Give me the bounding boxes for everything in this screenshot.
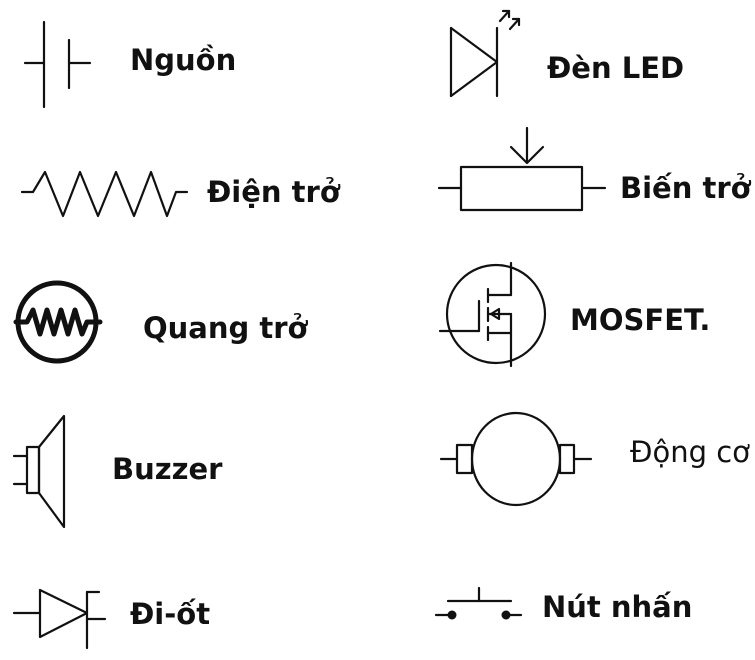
photoresistor-symbol xyxy=(13,280,103,364)
label-nut-nhan: Nút nhấn xyxy=(542,590,693,624)
led-symbol xyxy=(449,9,521,98)
label-bien-tro: Biến trở xyxy=(620,171,751,205)
label-quang-tro: Quang trở xyxy=(143,311,308,345)
label-buzzer: Buzzer xyxy=(112,452,223,486)
label-nguon: Nguồn xyxy=(130,43,237,77)
label-di-ot: Đi-ốt xyxy=(130,597,211,631)
mosfet-symbol xyxy=(438,261,547,368)
diode-symbol xyxy=(12,588,107,650)
power-source-symbol xyxy=(23,20,92,109)
label-mosfet: MOSFET. xyxy=(570,303,711,337)
label-dong-co: Động cơ xyxy=(630,435,750,469)
resistor-symbol xyxy=(20,170,189,218)
label-den-led: Đèn LED xyxy=(547,51,685,85)
label-dien-tro: Điện trở xyxy=(207,175,340,209)
potentiometer-symbol xyxy=(437,126,607,212)
motor-symbol xyxy=(439,411,593,507)
buzzer-symbol xyxy=(12,414,66,529)
push-button-symbol xyxy=(434,586,523,620)
